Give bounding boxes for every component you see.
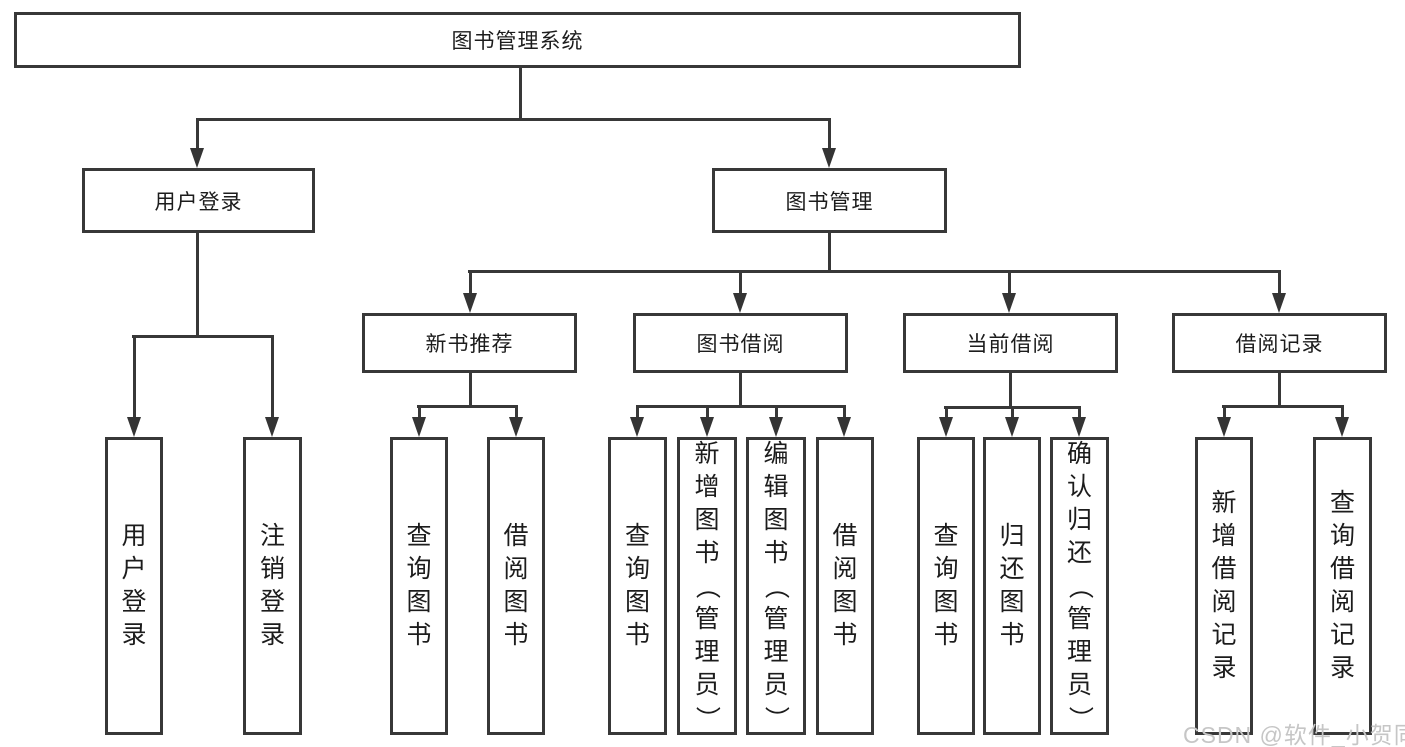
connector-line	[133, 335, 136, 421]
connector-line	[469, 373, 472, 405]
connector-line	[1078, 406, 1081, 421]
node-new-book-recommend: 新书推荐	[362, 313, 577, 373]
leaf-label: 查询图书	[933, 522, 959, 649]
arrow-down-icon	[463, 293, 477, 313]
arrow-down-icon	[127, 417, 141, 437]
leaf-borrow-borrow-books: 借阅图书	[816, 437, 874, 735]
leaf-records-query-record: 查询借阅记录	[1313, 437, 1372, 735]
leaf-borrow-query-books: 查询图书	[608, 437, 667, 735]
connector-line	[515, 405, 518, 421]
connector-line	[196, 233, 199, 335]
arrow-down-icon	[700, 417, 714, 437]
connector-line	[196, 118, 199, 152]
leaf-label: 借阅图书	[832, 522, 858, 649]
arrow-down-icon	[509, 417, 523, 437]
connector-line	[739, 373, 742, 405]
leaf-newrec-query-books: 查询图书	[390, 437, 448, 735]
connector-line	[469, 270, 472, 297]
arrow-down-icon	[733, 293, 747, 313]
leaf-label: 查询借阅记录	[1329, 489, 1355, 682]
node-library-system: 图书管理系统	[14, 12, 1021, 68]
node-label: 新书推荐	[425, 333, 514, 356]
connector-line	[1008, 270, 1011, 297]
leaf-label: 新增借阅记录	[1211, 489, 1237, 682]
node-label: 图书管理系统	[451, 30, 584, 53]
node-user-login: 用户登录	[82, 168, 315, 233]
connector-line	[739, 270, 742, 297]
node-label: 当前借阅	[966, 333, 1055, 356]
connector-line	[828, 233, 831, 270]
arrow-down-icon	[412, 417, 426, 437]
arrow-down-icon	[1335, 417, 1349, 437]
arrow-down-icon	[265, 417, 279, 437]
node-label: 图书借阅	[696, 333, 785, 356]
leaf-logout: 注销登录	[243, 437, 302, 735]
connector-line	[1222, 405, 1344, 408]
leaf-label: 编辑图书（管理员）	[762, 439, 791, 731]
arrow-down-icon	[1217, 417, 1231, 437]
leaf-label: 注销登录	[259, 522, 285, 649]
leaf-label: 查询图书	[406, 522, 432, 649]
leaf-current-query-books: 查询图书	[917, 437, 975, 735]
node-label: 图书管理	[785, 190, 874, 214]
leaf-user-login: 用户登录	[105, 437, 163, 735]
connector-line	[418, 405, 421, 421]
connector-line	[1278, 270, 1281, 297]
arrow-down-icon	[1072, 417, 1086, 437]
leaf-label: 查询图书	[624, 522, 650, 649]
leaf-current-confirm-return-admin: 确认归还（管理员）	[1050, 437, 1109, 735]
leaf-label: 新增图书（管理员）	[693, 439, 722, 731]
connector-line	[636, 405, 639, 421]
node-book-management: 图书管理	[712, 168, 947, 233]
leaf-records-add-record: 新增借阅记录	[1195, 437, 1253, 735]
connector-line	[775, 405, 778, 421]
arrow-down-icon	[837, 417, 851, 437]
leaf-label: 用户登录	[121, 522, 147, 649]
connector-line	[468, 270, 1281, 273]
csdn-watermark: CSDN @软件_小贺同学	[1183, 722, 1405, 747]
node-label: 借阅记录	[1235, 333, 1324, 356]
arrow-down-icon	[1272, 293, 1286, 313]
arrow-down-icon	[769, 417, 783, 437]
arrow-down-icon	[822, 148, 836, 168]
connector-line	[271, 335, 274, 421]
connector-line	[1278, 373, 1281, 405]
connector-line	[706, 405, 709, 421]
connector-line	[519, 68, 522, 118]
connector-line	[417, 405, 518, 408]
connector-line	[828, 118, 831, 152]
connector-line	[1341, 405, 1344, 421]
leaf-borrow-edit-books-admin: 编辑图书（管理员）	[746, 437, 806, 735]
connector-line	[196, 118, 831, 121]
leaf-label: 归还图书	[999, 522, 1025, 649]
arrow-down-icon	[939, 417, 953, 437]
node-borrowing-records: 借阅记录	[1172, 313, 1387, 373]
connector-line	[132, 335, 274, 338]
connector-line	[945, 406, 948, 421]
connector-line	[1009, 373, 1012, 406]
leaf-borrow-add-books-admin: 新增图书（管理员）	[677, 437, 737, 735]
leaf-label: 借阅图书	[503, 522, 529, 649]
leaf-current-return-books: 归还图书	[983, 437, 1041, 735]
arrow-down-icon	[190, 148, 204, 168]
connector-line	[1011, 406, 1014, 421]
node-current-borrowing: 当前借阅	[903, 313, 1118, 373]
leaf-newrec-borrow-books: 借阅图书	[487, 437, 545, 735]
connector-line	[1223, 405, 1226, 421]
node-book-borrowing: 图书借阅	[633, 313, 848, 373]
leaf-label: 确认归还（管理员）	[1065, 439, 1094, 731]
connector-line	[636, 405, 846, 408]
arrow-down-icon	[1002, 293, 1016, 313]
connector-line	[843, 405, 846, 421]
arrow-down-icon	[630, 417, 644, 437]
arrow-down-icon	[1005, 417, 1019, 437]
node-label: 用户登录	[154, 190, 243, 214]
